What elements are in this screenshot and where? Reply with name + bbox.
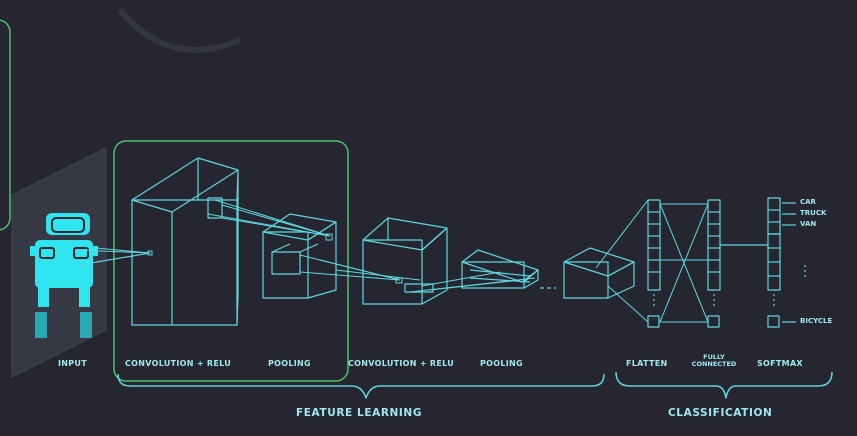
final-feature-volume xyxy=(563,247,635,299)
conv2-volume xyxy=(362,217,448,305)
feature-learning-brace xyxy=(117,373,605,399)
label-input: INPUT xyxy=(58,359,87,368)
class-van: VAN xyxy=(800,220,817,228)
class-bicycle: BICYCLE xyxy=(800,317,833,325)
label-pooling-2: POOLING xyxy=(480,359,523,368)
softmax-layer xyxy=(767,197,806,328)
pool2-volume xyxy=(461,249,539,289)
label-fc-line1: FULLY xyxy=(703,353,725,361)
label-flatten: FLATTEN xyxy=(626,359,668,368)
input-to-conv1-lines xyxy=(77,247,153,266)
conv2-to-pool2-lines xyxy=(409,271,536,293)
section-classification: CLASSIFICATION xyxy=(668,407,773,419)
conv1-to-pool1-lines xyxy=(207,199,333,241)
class-truck: TRUCK xyxy=(800,209,827,217)
highlight-frame-conv-pool xyxy=(113,140,349,382)
volume-to-flatten-lines xyxy=(595,199,649,323)
label-pooling-1: POOLING xyxy=(268,359,311,368)
class-car: CAR xyxy=(800,198,816,206)
label-fc-line2: CONNECTED xyxy=(691,360,737,368)
highlight-frame-left xyxy=(0,19,11,231)
label-convolution-relu-2: CONVOLUTION + RELU xyxy=(348,359,455,368)
label-fully-connected: FULLY CONNECTED xyxy=(684,354,744,368)
background-arc xyxy=(117,8,242,53)
pool1-to-conv2-lines xyxy=(299,254,421,284)
input-image xyxy=(11,147,107,378)
classification-brace xyxy=(615,371,833,399)
flatten-layer xyxy=(647,199,661,328)
fully-connected-layer xyxy=(707,199,721,328)
flatten-to-fc-connections xyxy=(659,203,709,323)
label-convolution-relu-1: CONVOLUTION + RELU xyxy=(125,359,232,368)
pool1-volume xyxy=(262,213,337,299)
section-feature-learning: FEATURE LEARNING xyxy=(296,407,423,419)
conv1-volume xyxy=(131,157,239,326)
label-softmax: SOFTMAX xyxy=(757,359,803,368)
